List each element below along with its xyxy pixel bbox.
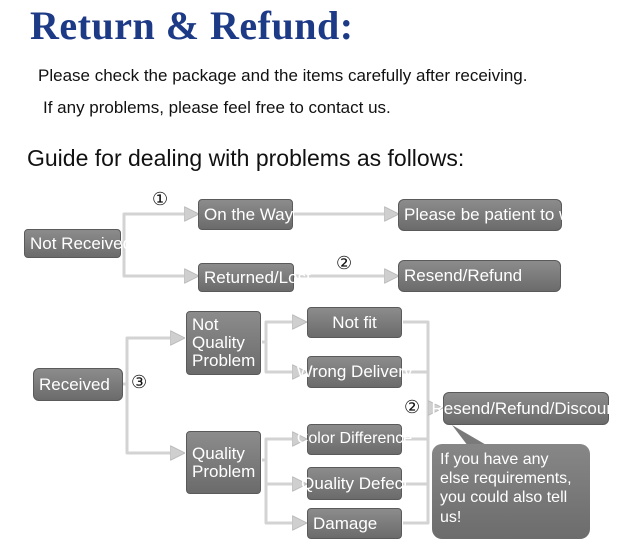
step-marker-2-top: ② (336, 253, 353, 273)
step-marker-2-bottom: ② (404, 397, 421, 417)
not-quality-problem-box: Not Quality Problem (186, 311, 261, 375)
page-title: Return & Refund: (30, 3, 354, 48)
step-marker-1: ① (152, 189, 169, 209)
quality-problem-line-2: Problem (192, 461, 256, 481)
be-patient-box: Please be patient to wait (398, 199, 589, 231)
quality-problem-box: Quality Problem (186, 431, 261, 494)
on-the-way-box: On the Way (198, 199, 293, 230)
bubble-tail (452, 425, 488, 446)
quality-defect-box: Quality Defect (301, 467, 408, 500)
guide-heading: Guide for dealing with problems as follo… (27, 145, 465, 171)
not-quality-problem-line-3: Problem (192, 350, 256, 370)
step-marker-3: ③ (131, 372, 148, 392)
received-box: Received (33, 368, 123, 401)
not-fit-box: Not fit (307, 307, 402, 338)
not-received-box: Not Received (24, 229, 132, 258)
wrong-delivery-box: Wrong Delivery (297, 356, 412, 388)
damage-box: Damage (307, 508, 402, 539)
resend-refund-box: Resend/Refund (398, 260, 561, 292)
not-quality-problem-line-1: Not (192, 315, 219, 335)
intro-line-2: If any problems, please feel free to con… (43, 98, 391, 117)
intro-line-1: Please check the package and the items c… (38, 66, 528, 85)
note-bubble: If you have any else requirements, you c… (432, 444, 590, 539)
returned-lost-box: Returned/Lost (198, 263, 311, 292)
color-difference-box: Color Difference (297, 424, 412, 455)
not-quality-problem-line-2: Quality (192, 333, 245, 353)
quality-problem-line-1: Quality (192, 443, 245, 463)
resend-refund-discount-box: Resend/Refund/Discount (432, 392, 621, 425)
